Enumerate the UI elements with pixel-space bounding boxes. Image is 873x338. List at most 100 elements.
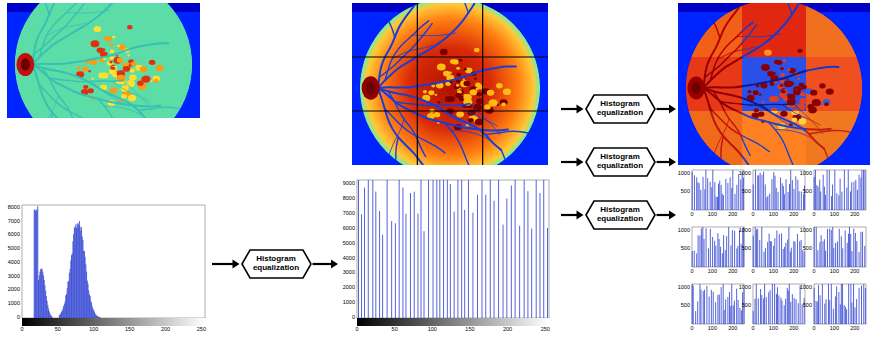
axis-tick-label: 200 xyxy=(161,327,170,333)
lesion xyxy=(456,111,464,117)
node-label: Histogram equalization xyxy=(253,255,299,273)
axis-tick-label: 50 xyxy=(392,327,398,333)
vessel xyxy=(742,57,753,80)
vessel xyxy=(32,3,131,65)
lesion xyxy=(791,109,799,111)
optic-disc xyxy=(362,76,380,99)
vessel xyxy=(39,85,99,118)
lesion xyxy=(112,36,116,39)
equalized-tile xyxy=(806,3,870,57)
vessel xyxy=(806,88,824,111)
vessel xyxy=(459,105,497,125)
lesion xyxy=(128,82,132,85)
axis-tick-label: 1000 xyxy=(678,285,690,291)
lesion xyxy=(501,103,506,107)
axis-tick-label: 250 xyxy=(197,327,206,333)
lesion xyxy=(780,111,788,112)
lesion xyxy=(88,70,91,72)
lesion xyxy=(799,105,803,108)
vessel xyxy=(820,158,828,165)
vessel xyxy=(742,88,806,111)
lesion xyxy=(110,70,115,74)
lesion xyxy=(456,84,459,87)
axis-tick-label: 0 xyxy=(751,269,754,275)
histogram-plot xyxy=(692,227,744,267)
lesion xyxy=(423,90,427,93)
lesion xyxy=(759,94,762,96)
lesion xyxy=(455,93,461,98)
vessel xyxy=(395,102,470,106)
fundus-image xyxy=(352,3,548,165)
axis-tick-label: 200 xyxy=(789,326,798,332)
lesion xyxy=(127,25,132,29)
equalized-tile xyxy=(742,111,806,165)
lesion xyxy=(798,118,806,124)
optic-cup xyxy=(692,82,701,94)
histogram-plot xyxy=(814,227,866,267)
vessel xyxy=(703,3,742,57)
axis-tick-label: 0 xyxy=(751,212,754,218)
vessel xyxy=(742,111,769,152)
lesion xyxy=(94,26,102,32)
lesion xyxy=(798,78,801,80)
vessel xyxy=(112,82,149,102)
histogram-plot xyxy=(357,180,549,326)
vessel xyxy=(710,108,742,111)
axis-tick-label: 100 xyxy=(769,326,778,332)
vessel xyxy=(742,101,793,105)
lesion xyxy=(154,79,159,83)
vessel xyxy=(703,3,742,57)
flow-arrow xyxy=(561,158,584,167)
vessel xyxy=(793,111,806,134)
vessel xyxy=(762,105,797,111)
lesion xyxy=(810,90,817,96)
hexagon-outline xyxy=(242,250,311,278)
lesion xyxy=(449,72,452,75)
process-hexagon: Histogram equalization xyxy=(586,201,655,229)
axis-tick-label: 500 xyxy=(803,303,812,309)
lesion xyxy=(91,40,100,47)
axis-tick-label: 8000 xyxy=(8,205,20,211)
vessel xyxy=(32,43,168,64)
vessel xyxy=(742,67,806,88)
lesion xyxy=(121,94,127,98)
lesion xyxy=(807,104,814,109)
vessel xyxy=(777,3,792,14)
axis-tick-label: 0 xyxy=(812,326,815,332)
lesion xyxy=(440,49,448,55)
gray-ramp xyxy=(22,318,205,326)
vessel xyxy=(703,111,742,149)
equalized-tile xyxy=(678,111,742,165)
retina xyxy=(806,3,862,57)
vessel xyxy=(824,149,852,165)
lesion xyxy=(787,81,794,86)
axis-tick-label: 1000 xyxy=(800,171,812,177)
optic-cup xyxy=(366,82,375,95)
vessel xyxy=(49,78,123,82)
axis-tick-label: 100 xyxy=(708,212,717,218)
lesion xyxy=(438,101,441,103)
lesion xyxy=(762,101,765,103)
axis-tick-label: 500 xyxy=(803,189,812,195)
equalized-tile xyxy=(742,3,806,57)
lesion xyxy=(110,44,114,47)
lesion xyxy=(747,90,751,93)
axis-tick-label: 150 xyxy=(125,327,134,333)
retina xyxy=(742,57,806,111)
retina xyxy=(15,3,193,118)
retina xyxy=(806,57,862,111)
lesion xyxy=(456,67,460,70)
lesion xyxy=(780,94,785,98)
optic-disc xyxy=(16,53,34,76)
vessel xyxy=(378,3,479,88)
axis-tick-label: 1000 xyxy=(739,228,751,234)
axis-tick-label: 0 xyxy=(812,269,815,275)
lesion xyxy=(808,111,817,113)
lesion xyxy=(82,67,88,72)
lesion xyxy=(468,118,474,122)
vessel xyxy=(32,65,100,119)
vessel xyxy=(809,130,870,139)
vessel xyxy=(48,113,52,118)
retina xyxy=(806,111,862,165)
